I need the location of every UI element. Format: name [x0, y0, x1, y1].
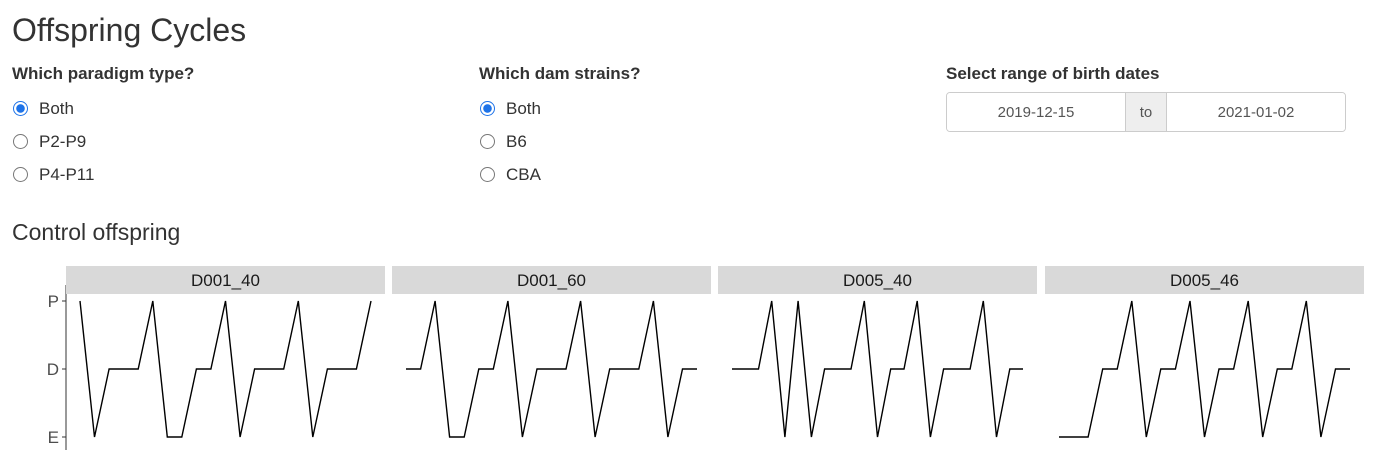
panel-strip	[718, 266, 1037, 294]
dam-strain-option-b6[interactable]: B6	[479, 125, 641, 158]
panel-strip-label: D005_40	[843, 271, 912, 290]
radio-unchecked-icon[interactable]	[480, 134, 495, 149]
radio-option-label: CBA	[506, 164, 541, 184]
birth-date-range: to	[946, 92, 1346, 132]
radio-option-label: B6	[506, 131, 527, 151]
panel-strip	[392, 266, 711, 294]
offspring-cycle-plot: E D P D001_40 D001_60 D005_40 D005_46	[47, 266, 1364, 450]
radio-option-label: P4-P11	[39, 164, 95, 184]
panel-strip-label: D001_40	[191, 271, 260, 290]
birth-date-label: Select range of birth dates	[946, 64, 1160, 83]
dam-strain-option-cba[interactable]: CBA	[479, 158, 641, 191]
cycle-series-line	[406, 300, 697, 438]
end-date-input[interactable]	[1167, 93, 1345, 131]
cycle-series-line	[1059, 300, 1350, 438]
radio-unchecked-icon[interactable]	[13, 134, 28, 149]
y-tick-label: E	[48, 428, 59, 447]
panel-strip-label: D005_46	[1170, 271, 1239, 290]
dam-strain-option-both[interactable]: Both	[479, 92, 641, 125]
radio-unchecked-icon[interactable]	[480, 167, 495, 182]
paradigm-label: Which paradigm type?	[12, 64, 195, 83]
radio-option-label: P2-P9	[39, 131, 87, 151]
panel-strip-label: D001_60	[517, 271, 586, 290]
dam-strain-label: Which dam strains?	[479, 64, 641, 83]
y-tick-label: P	[48, 292, 59, 311]
cycle-series-line	[732, 300, 1023, 438]
y-tick-label: D	[47, 360, 59, 379]
paradigm-option-both[interactable]: Both	[12, 92, 194, 125]
dam-strain-radio-group: Which dam strains? Both B6 CBA	[479, 62, 641, 191]
radio-unchecked-icon[interactable]	[13, 167, 28, 182]
radio-checked-icon[interactable]	[13, 101, 28, 116]
date-range-separator: to	[1125, 93, 1167, 131]
start-date-input[interactable]	[947, 93, 1125, 131]
radio-checked-icon[interactable]	[480, 101, 495, 116]
radio-option-label: Both	[39, 98, 74, 118]
paradigm-option-p2-p9[interactable]: P2-P9	[12, 125, 194, 158]
page-title: Offspring Cycles	[12, 12, 247, 48]
radio-option-label: Both	[506, 98, 541, 118]
panel-strip	[66, 266, 385, 294]
section-title: Control offspring	[12, 219, 181, 245]
cycle-series-line	[79, 300, 372, 438]
paradigm-radio-group: Which paradigm type? Both P2-P9 P4-P11	[12, 62, 194, 191]
paradigm-option-p4-p11[interactable]: P4-P11	[12, 158, 194, 191]
panel-strip	[1045, 266, 1364, 294]
birth-date-group: Select range of birth dates	[946, 62, 1160, 92]
